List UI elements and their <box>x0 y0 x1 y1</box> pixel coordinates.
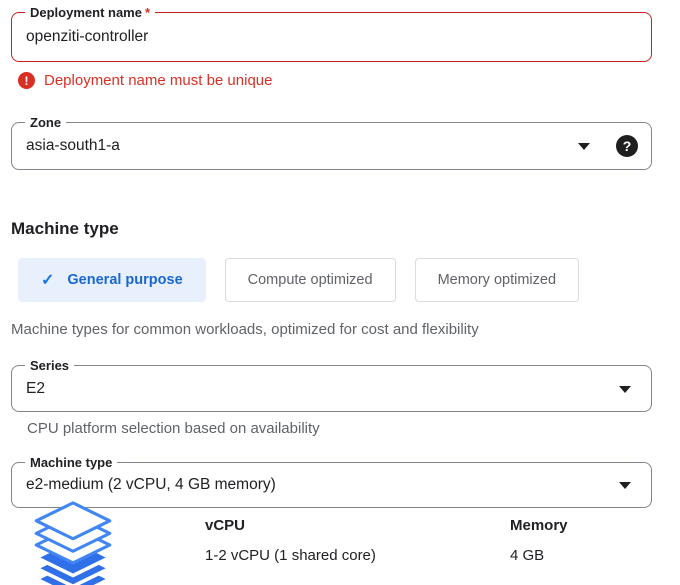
chevron-down-icon[interactable] <box>619 482 631 489</box>
spec-memory: Memory 4 GB <box>510 517 568 564</box>
machine-type-select[interactable]: Machine type e2-medium (2 vCPU, 4 GB mem… <box>11 454 652 508</box>
tab-label: Memory optimized <box>437 272 557 288</box>
series-helper-text: CPU platform selection based on availabi… <box>27 420 320 437</box>
tab-label: Compute optimized <box>247 272 373 288</box>
machine-type-label: Machine type <box>25 454 118 471</box>
spec-vcpu: vCPU 1-2 vCPU (1 shared core) <box>205 517 376 564</box>
vcpu-header: vCPU <box>205 517 246 534</box>
memory-value: 4 GB <box>510 547 545 564</box>
machine-family-tabs: ✓ General purpose Compute optimized Memo… <box>18 258 580 302</box>
chevron-down-icon[interactable] <box>578 143 590 150</box>
series-select[interactable]: Series E2 <box>11 357 652 412</box>
required-asterisk: * <box>144 5 151 20</box>
deployment-name-label-text: Deployment name <box>30 5 142 20</box>
deployment-name-input[interactable]: Deployment name* openziti-controller <box>11 4 652 62</box>
zone-select[interactable]: Zone asia-south1-a ? <box>11 114 652 170</box>
machine-type-heading: Machine type <box>11 219 119 238</box>
tab-compute-optimized[interactable]: Compute optimized <box>224 258 396 302</box>
memory-header: Memory <box>510 517 568 534</box>
help-icon[interactable]: ? <box>616 135 638 157</box>
chevron-down-icon[interactable] <box>619 385 631 393</box>
tab-general-purpose[interactable]: ✓ General purpose <box>18 258 206 302</box>
zone-label: Zone <box>25 114 67 131</box>
error-icon: ! <box>18 72 35 89</box>
series-label: Series <box>25 357 75 374</box>
deployment-name-label: Deployment name* <box>25 4 156 21</box>
tab-label: General purpose <box>67 272 183 288</box>
machine-type-value: e2-medium (2 vCPU, 4 GB memory) <box>26 476 276 493</box>
series-value: E2 <box>26 379 45 397</box>
error-message: Deployment name must be unique <box>44 72 273 89</box>
deployment-name-error: ! Deployment name must be unique <box>18 72 272 89</box>
deployment-name-value: openziti-controller <box>26 28 149 45</box>
vcpu-value: 1-2 vCPU (1 shared core) <box>205 547 376 564</box>
check-icon: ✓ <box>41 272 55 289</box>
machine-family-description: Machine types for common workloads, opti… <box>11 321 479 338</box>
zone-value: asia-south1-a <box>26 137 120 154</box>
layers-stack-icon <box>34 501 112 585</box>
tab-memory-optimized[interactable]: Memory optimized <box>414 258 580 302</box>
